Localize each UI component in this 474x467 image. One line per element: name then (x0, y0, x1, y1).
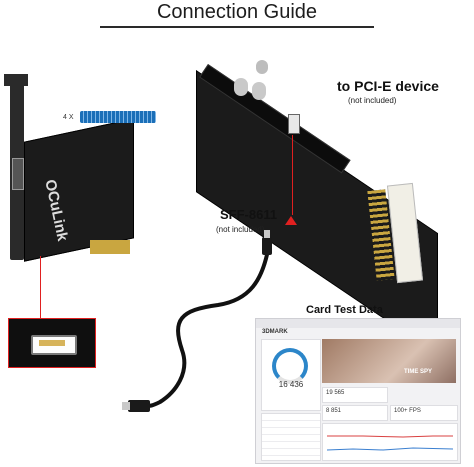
monitoring-line-blue (326, 447, 454, 451)
benchmark-panel: 3DMARK 16 436 TIME SPY 19 565 8 851 100+… (255, 318, 461, 464)
cable-plug-bottom (128, 400, 150, 412)
pcie-device-note: (not included) (348, 96, 397, 105)
oculink-port (12, 158, 24, 190)
monitoring-chart-svg (326, 435, 454, 451)
sff8611-label: SFF-8611 (220, 207, 278, 222)
time-spy-title: TIME SPY (404, 369, 433, 375)
gold-fingers (90, 240, 130, 254)
graphics-score-tile: 19 565 (322, 387, 388, 403)
zoomed-port-box (8, 318, 96, 368)
detail-rows (261, 413, 321, 461)
title-underline (100, 26, 374, 28)
fps-tile: 100+ FPS (390, 405, 458, 421)
cable-plug-bottom-tip (122, 402, 130, 410)
time-spy-hero (322, 339, 456, 383)
port-guide-line-vertical (40, 256, 41, 320)
page-title: Connection Guide (156, 1, 318, 23)
x4-multiplier-label: 4 X (63, 114, 74, 121)
score-main: 16 436 (278, 380, 304, 389)
zoomed-port-contacts (39, 340, 65, 346)
score-gauge (272, 348, 308, 384)
left-adapter-card: OCuLink (4, 70, 134, 270)
cpu-score: 8 851 (326, 408, 342, 414)
fps-value: 100+ FPS (394, 408, 421, 414)
benchmark-toolbar (256, 319, 460, 328)
blue-connector-strip (80, 111, 156, 123)
score-tile: 16 436 (261, 339, 321, 411)
capacitor-2 (252, 82, 266, 100)
cable-plug-top (262, 237, 272, 255)
capacitor-1 (234, 78, 248, 96)
bracket-tab (4, 74, 28, 86)
monitoring-line-red (327, 435, 453, 438)
monitoring-chart (322, 423, 458, 461)
sff-guide-arrow (285, 216, 297, 225)
pcie-slot-board (196, 60, 442, 356)
graphics-score: 19 565 (326, 390, 345, 396)
cable-plug-top-tip (264, 230, 270, 238)
sff8611-port (288, 114, 300, 134)
benchmark-app-logo: 3DMARK (262, 329, 288, 335)
card-test-label: Card Test Data (306, 304, 383, 316)
capacitor-3 (256, 60, 268, 74)
pcie-device-label: to PCI-E device (337, 78, 439, 94)
sff8611-note: (not included) (216, 225, 265, 234)
sff-guide-line-vertical (292, 135, 293, 215)
cpu-score-tile: 8 851 (322, 405, 388, 421)
cable-path (144, 248, 270, 408)
